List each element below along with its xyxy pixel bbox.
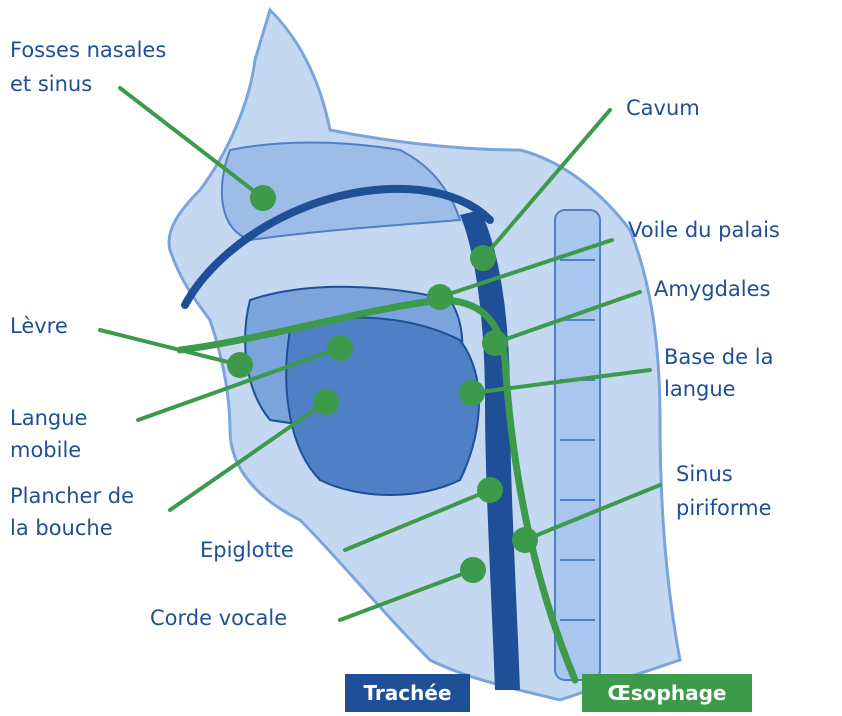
label-sinus-piriforme-2: piriforme <box>676 494 772 522</box>
label-cavum: Cavum <box>626 94 700 122</box>
legend-oesophage: Œsophage <box>582 674 752 712</box>
dot-fosses-nasales <box>250 185 276 211</box>
label-plancher-2: la bouche <box>10 514 113 542</box>
label-epiglotte: Epiglotte <box>200 536 294 564</box>
label-amygdales: Amygdales <box>654 275 770 303</box>
label-langue-mobile-2: mobile <box>10 436 81 464</box>
label-plancher-1: Plancher de <box>10 482 134 510</box>
dot-cavum <box>470 245 496 271</box>
dot-plancher <box>313 389 339 415</box>
label-langue-mobile-1: Langue <box>10 404 87 432</box>
dot-voile-du-palais <box>427 284 453 310</box>
label-fosses-nasales-1: Fosses nasales <box>10 36 166 64</box>
legend-trachee: Trachée <box>345 674 470 712</box>
dot-levre <box>227 352 253 378</box>
dot-epiglotte <box>477 477 503 503</box>
spine <box>555 210 600 680</box>
dot-base-langue <box>459 380 485 406</box>
label-corde-vocale: Corde vocale <box>150 604 287 632</box>
dot-sinus-piriforme <box>512 527 538 553</box>
dot-corde-vocale <box>460 557 486 583</box>
dot-langue-mobile <box>327 335 353 361</box>
label-fosses-nasales-2: et sinus <box>10 70 92 98</box>
dot-amygdales <box>482 330 508 356</box>
label-voile-du-palais: Voile du palais <box>628 216 780 244</box>
label-base-langue-1: Base de la <box>664 343 773 371</box>
label-levre: Lèvre <box>10 312 68 340</box>
label-base-langue-2: langue <box>664 375 736 403</box>
label-sinus-piriforme-1: Sinus <box>676 460 733 488</box>
